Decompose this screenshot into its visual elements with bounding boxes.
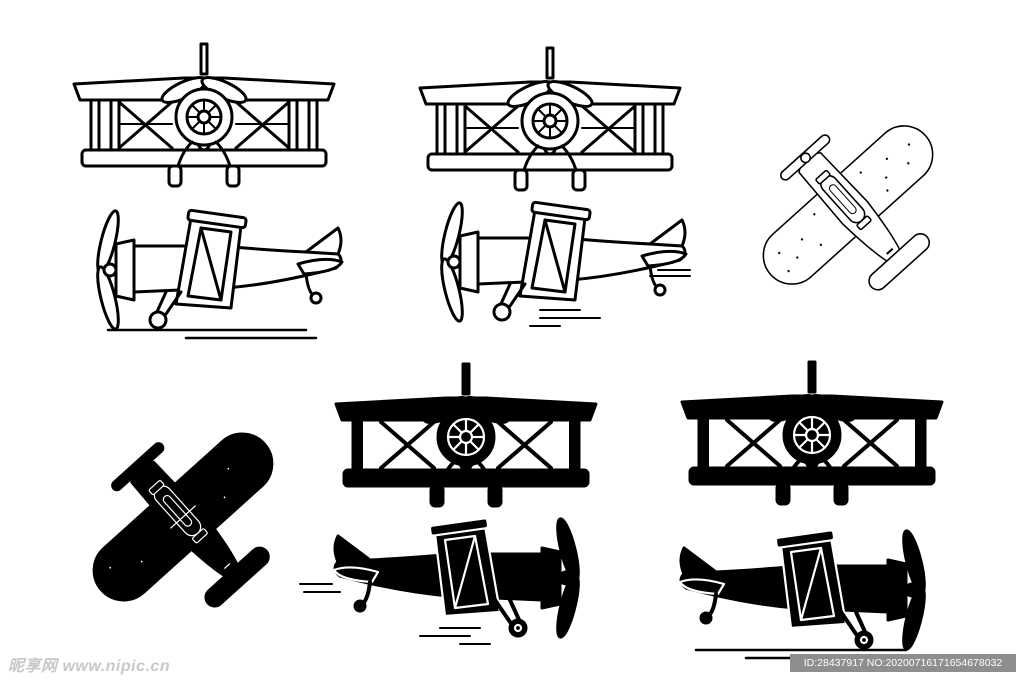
- biplane-side-outline-icon: [435, 199, 691, 327]
- airplane-top-silhouette-icon: [51, 388, 326, 659]
- biplane-side-silhouette-icon: [678, 527, 948, 660]
- biplane-front-outline-icon: [72, 42, 336, 188]
- biplane-front-silhouette-icon: [334, 362, 598, 508]
- biplane-front-outline-icon: [418, 46, 682, 192]
- image-id-badge: ID:28437917 NO:20200716171654678032: [790, 654, 1016, 672]
- biplane-side-outline-icon: [91, 207, 344, 340]
- site-watermark: 昵享网 www.nipic.cn: [8, 658, 171, 675]
- biplane-side-silhouette-icon: [299, 515, 585, 645]
- airplane-top-outline-icon: [723, 83, 984, 340]
- biplane-front-silhouette-icon: [680, 360, 944, 506]
